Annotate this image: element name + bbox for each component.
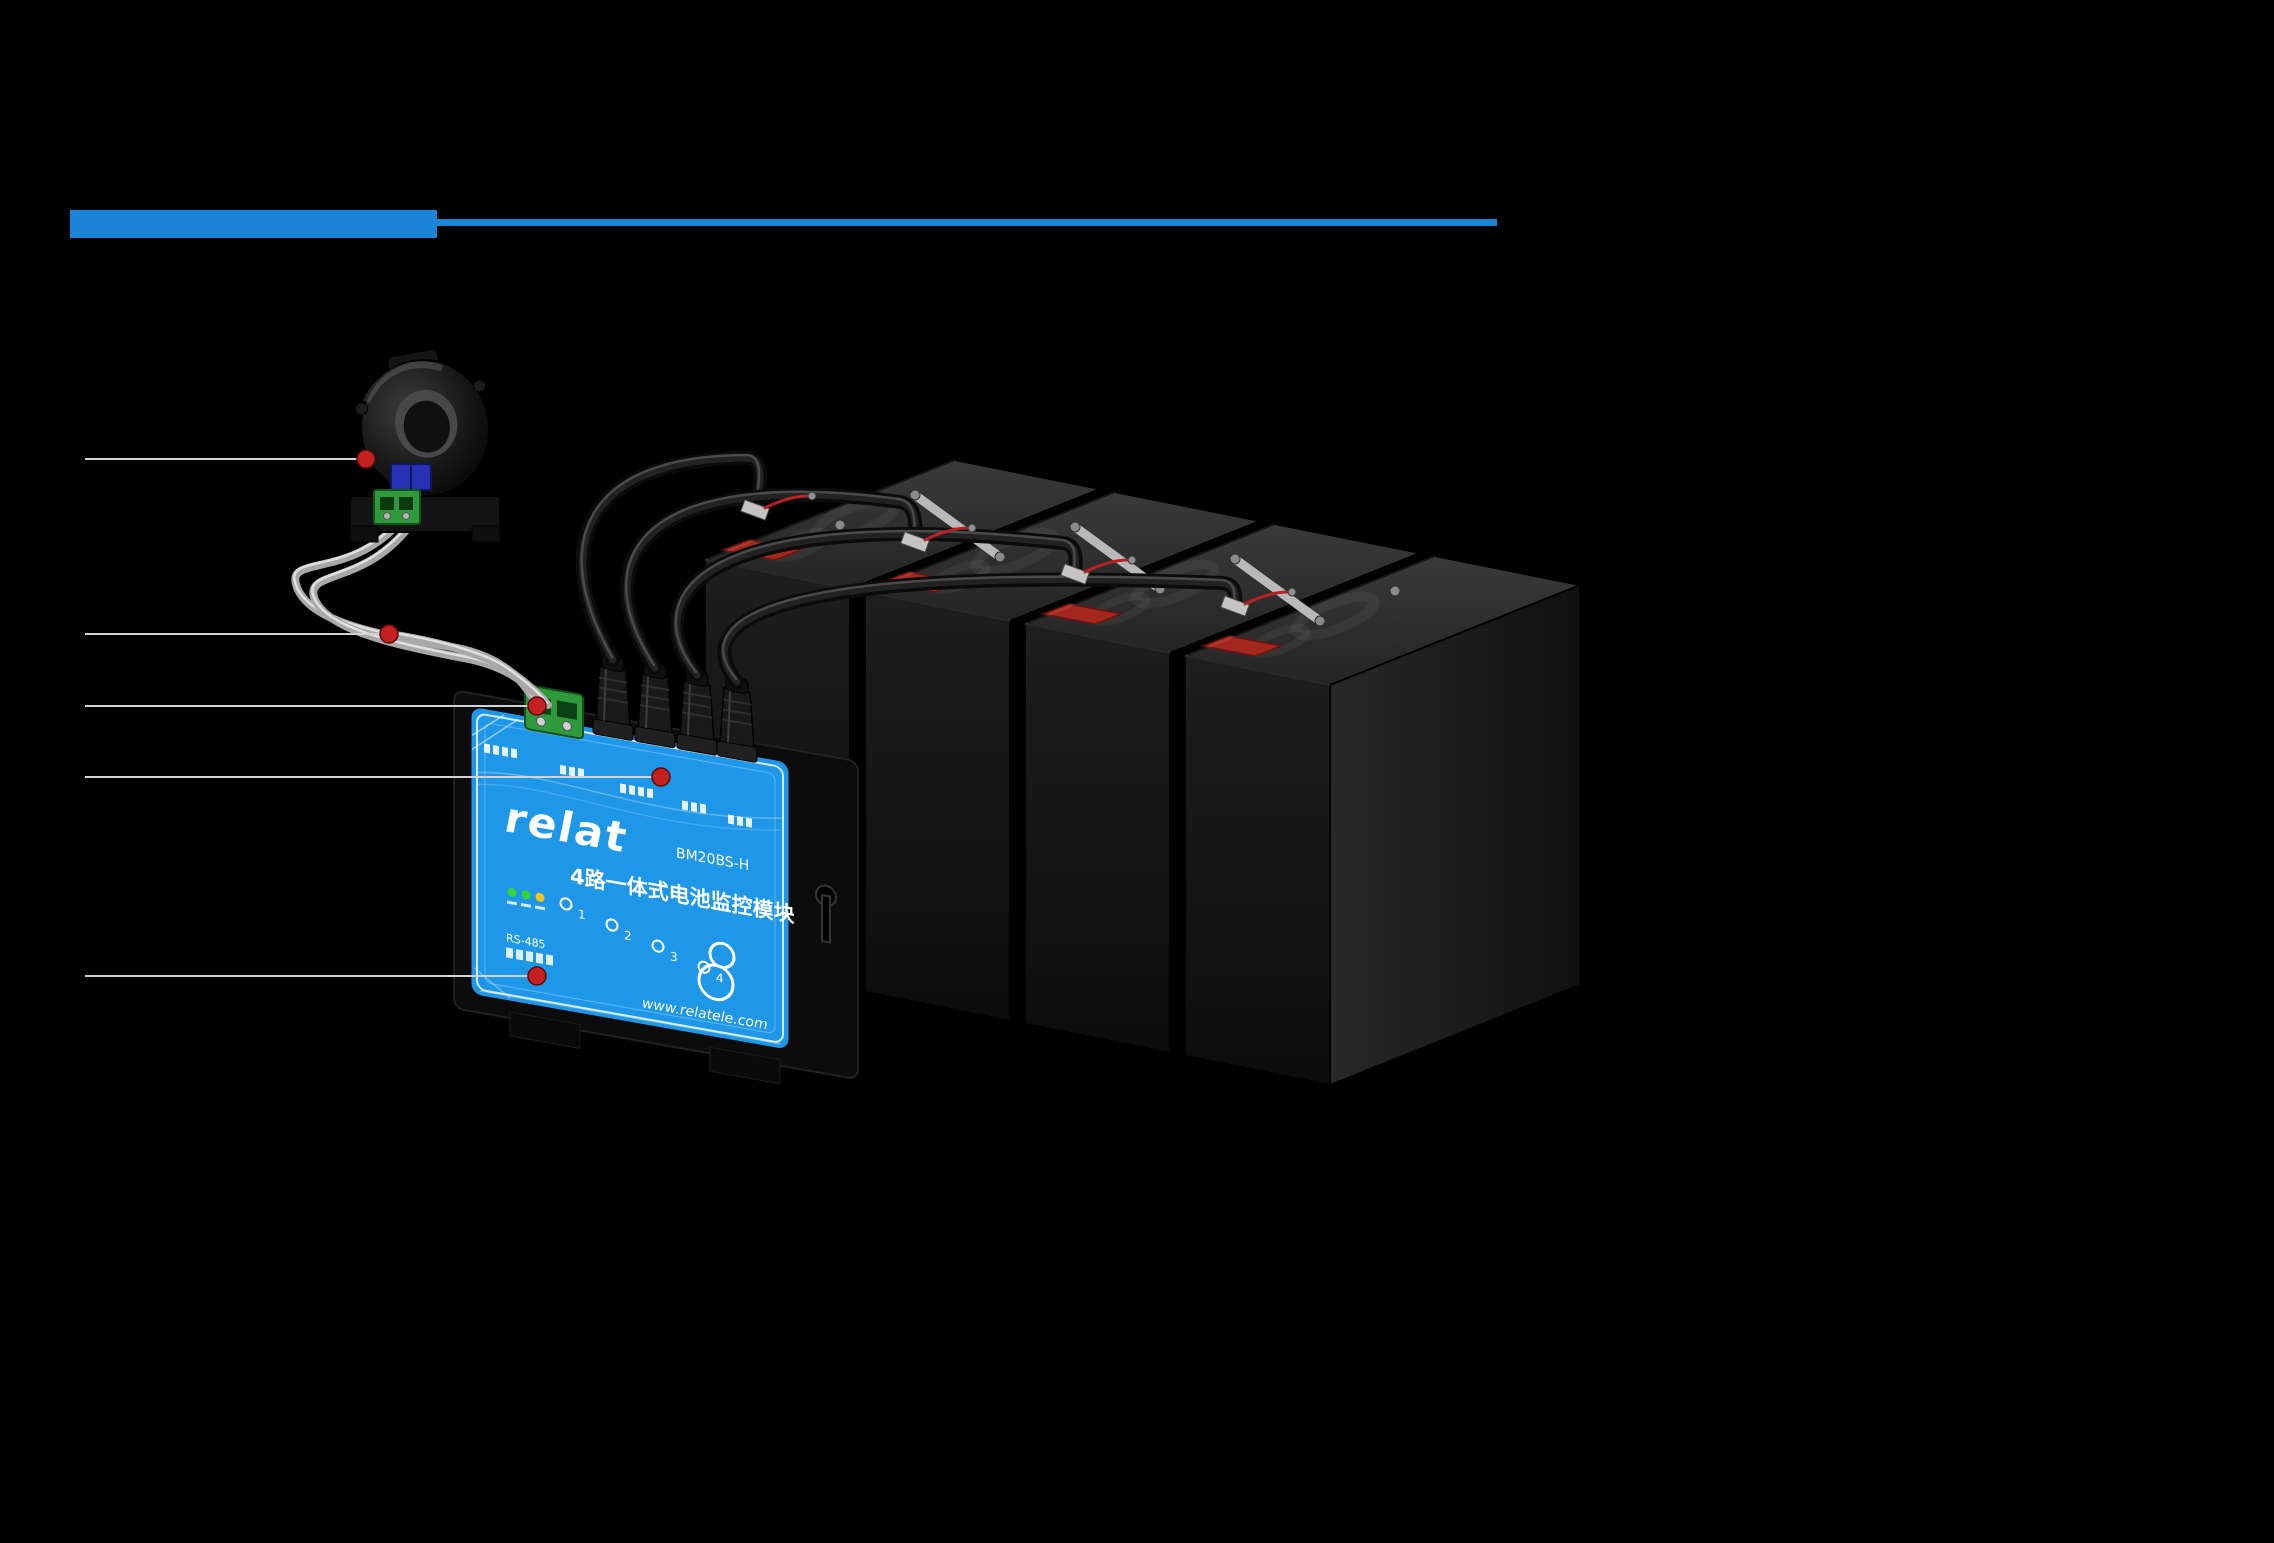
ct-highlight	[363, 361, 444, 404]
clamp-1	[740, 499, 770, 521]
sense-wire-3	[1083, 558, 1130, 574]
ct-ring-hole	[403, 400, 450, 453]
ct-ring	[355, 349, 491, 497]
terminal-bolt	[1229, 553, 1241, 565]
edge-highlight	[704, 459, 956, 561]
terminal-bolt	[909, 489, 921, 501]
channel-indicators: 1 2 3 4	[559, 897, 724, 986]
decor-wave	[477, 783, 783, 831]
edge-highlight	[1184, 555, 1436, 657]
battery-4-top	[1181, 554, 1584, 687]
battery-emboss	[1130, 559, 1220, 609]
callout-marker-2	[379, 624, 399, 644]
battery-cable-1	[575, 450, 768, 667]
led-label-mark	[535, 905, 545, 911]
clamp-bolt	[967, 523, 977, 533]
battery-3	[1021, 522, 1424, 1055]
accent-bar-thick	[70, 210, 437, 238]
terminal-bolt	[994, 551, 1006, 563]
accent-rule	[70, 210, 1497, 238]
terminal-bolt	[1314, 615, 1326, 627]
keyhole-slot	[815, 884, 837, 944]
clamp-2	[900, 531, 930, 553]
status-leds	[507, 887, 545, 911]
pinout-diagram	[484, 743, 752, 828]
cable-clamps	[740, 491, 1297, 617]
bus-bar-3	[1230, 554, 1325, 626]
module-foot	[509, 1011, 581, 1049]
clamp-4	[1220, 595, 1250, 617]
ct-screw	[355, 402, 369, 416]
clamp-bolt	[1287, 587, 1297, 597]
battery-3-front	[1024, 622, 1171, 1055]
edge-highlight	[1024, 623, 1171, 654]
clamp-3	[1060, 563, 1090, 585]
battery-cable-4	[717, 572, 1243, 689]
battery-3-terminal-sticker	[1040, 603, 1124, 625]
callouts	[85, 449, 671, 986]
battery-4	[1181, 554, 1584, 1087]
terminal-bolt	[1389, 585, 1401, 597]
sense-wire-1	[763, 494, 810, 510]
channel-2-led	[605, 918, 619, 932]
face-border-inner	[484, 723, 776, 1034]
battery-2-front	[864, 590, 1011, 1023]
battery-2-top	[861, 490, 1264, 623]
channel-1-led	[559, 897, 573, 911]
battery-cable-3	[669, 527, 1083, 682]
battery-cables	[575, 450, 1297, 689]
channel-3-led	[651, 939, 665, 953]
accent-bar-thin	[437, 219, 1497, 226]
channel-3-label: 3	[670, 949, 678, 964]
channel-4-led	[697, 960, 711, 974]
battery-4-terminal-sticker	[1200, 635, 1284, 657]
sensor-cables	[291, 520, 552, 709]
ct-bracket-foot	[471, 525, 501, 543]
ct-screw	[473, 379, 487, 393]
led-label-mark	[507, 900, 517, 906]
clamp-bolt	[1127, 555, 1137, 565]
callout-marker-3	[527, 696, 547, 716]
current-transformer	[349, 349, 501, 543]
edge-highlight	[864, 591, 1011, 622]
bus-bar-1	[910, 490, 1005, 562]
channel-1-label: 1	[578, 907, 586, 922]
channel-2-label: 2	[624, 928, 632, 943]
terminal-bolt	[834, 519, 846, 531]
power-led	[507, 887, 517, 897]
channel-4-label: 4	[716, 970, 724, 985]
logo-8-icon	[697, 941, 736, 1002]
callout-marker-1	[356, 449, 376, 469]
ct-bracket-foot	[349, 525, 379, 543]
battery-4-front	[1184, 654, 1331, 1087]
callout-marker-4	[651, 767, 671, 787]
bottom-stripes	[473, 967, 780, 1045]
clamp-bolt	[807, 491, 817, 501]
sense-wire-2	[923, 526, 970, 542]
battery-cable-2	[620, 487, 923, 675]
sense-wire-4	[1243, 590, 1290, 606]
module-foot	[709, 1046, 781, 1085]
alarm-led	[535, 892, 545, 902]
corner-stripes	[471, 714, 519, 751]
led-label-mark	[521, 902, 531, 908]
run-led	[521, 890, 531, 900]
callout-marker-5	[527, 966, 547, 986]
battery-emboss	[1290, 591, 1380, 641]
edge-highlight	[1184, 655, 1331, 686]
terminal-bolt	[1069, 521, 1081, 533]
sensor-cable-strand-3	[385, 630, 552, 709]
ct-terminal-block	[373, 489, 421, 525]
port-pin-diagram	[506, 947, 553, 966]
